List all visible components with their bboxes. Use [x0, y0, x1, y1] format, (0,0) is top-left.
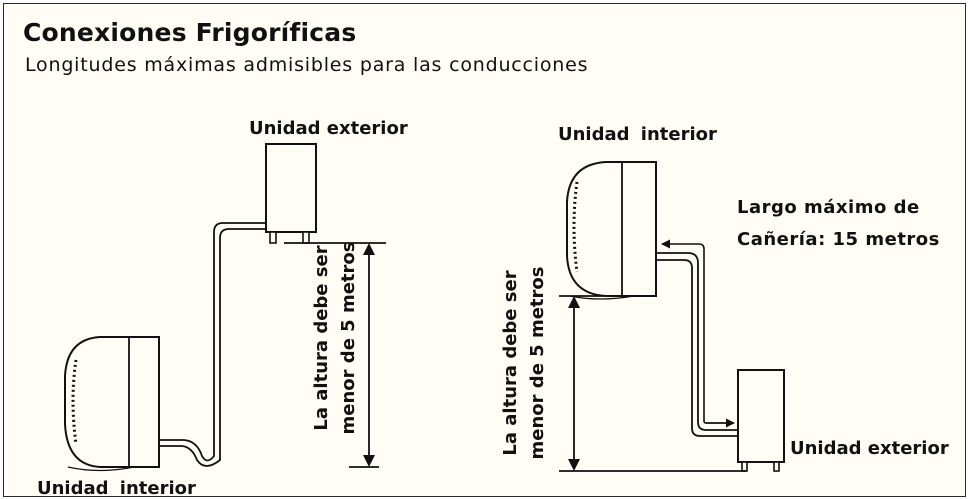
- right-height-note-line1: La altura debe ser: [500, 270, 521, 456]
- diagram-subtitle: Longitudes máximas admisibles para las c…: [25, 54, 589, 76]
- right-height-note-line2: menor de 5 metros: [527, 266, 548, 460]
- left-height-note-line1: La altura debe ser: [311, 245, 332, 431]
- refrigerant-connections-drawing: [64, 143, 785, 472]
- pipe-length-note: Largo máximo de Cañería: 15 metros: [737, 192, 940, 256]
- diagram-title: Conexiones Frigoríficas: [23, 18, 357, 47]
- left-height-dimension: [284, 242, 386, 468]
- left-outdoor-unit: [265, 143, 317, 244]
- right-indoor-unit-label: Unidad interior: [558, 124, 717, 145]
- left-height-note-line2: menor de 5 metros: [338, 241, 359, 435]
- left-indoor-unit: [64, 336, 160, 472]
- right-pipe-length-arrow: [661, 239, 735, 428]
- right-refrigerant-pipe: [656, 252, 738, 437]
- pipe-length-note-line1: Largo máximo de: [737, 197, 920, 218]
- right-height-dimension: [559, 295, 746, 472]
- right-outdoor-unit: [737, 369, 785, 472]
- left-indoor-unit-label: Unidad interior: [37, 478, 196, 499]
- right-indoor-unit: [566, 161, 657, 300]
- left-outdoor-unit-label: Unidad exterior: [249, 118, 408, 139]
- right-outdoor-unit-label: Unidad exterior: [790, 438, 949, 459]
- pipe-length-note-line2: Cañería: 15 metros: [737, 229, 940, 250]
- left-refrigerant-pipe: [159, 222, 266, 467]
- diagram-frame: Conexiones Frigoríficas Longitudes máxim…: [3, 3, 966, 499]
